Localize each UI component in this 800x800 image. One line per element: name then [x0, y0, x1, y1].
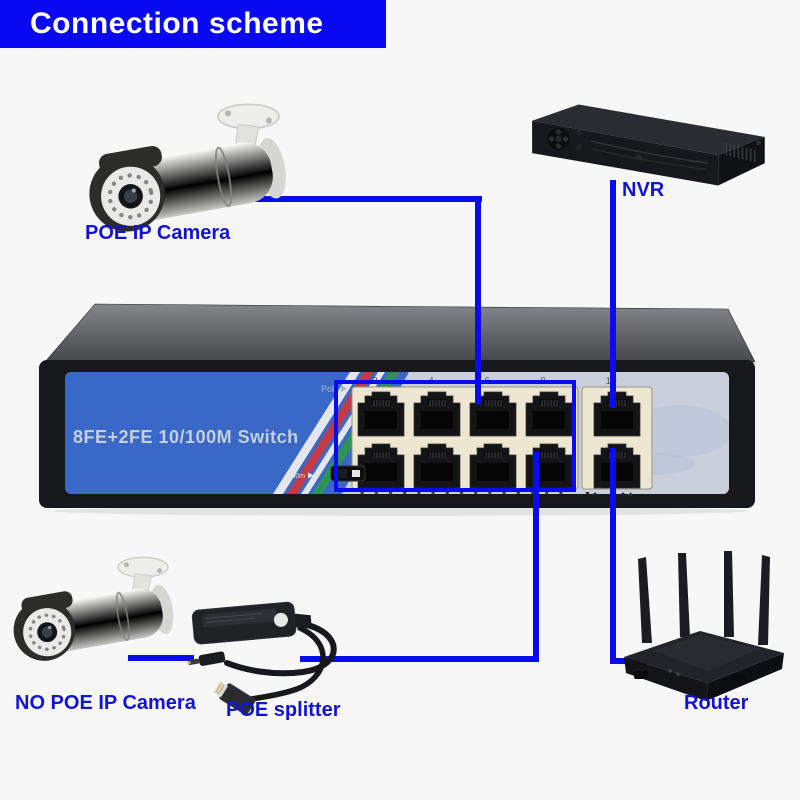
title-banner: Connection scheme: [0, 0, 386, 48]
poe-splitter-photo: [187, 601, 337, 716]
nvr-right-face: [718, 136, 765, 186]
poe-switch-photo: 8FE+2FE 10/100M Switch PoE 2 4 6 8 10 10…: [39, 303, 756, 516]
router-led: [668, 669, 672, 673]
nvr-label: NVR: [622, 179, 665, 201]
page-title: Connection scheme: [30, 7, 324, 40]
router-antenna-3: [724, 551, 734, 637]
dc-plug-group: [187, 651, 226, 666]
cable-router-vertical: [610, 448, 616, 662]
poe-label: PoE: [321, 384, 338, 394]
router-antenna-2: [678, 553, 690, 637]
nvr-side-grille: [725, 142, 756, 163]
no-poe-ip-camera-photo: [0, 554, 208, 666]
switch-top-surface: [44, 303, 756, 363]
router-photo: [624, 551, 784, 701]
rj45-uplink-port-bottom: [593, 443, 641, 489]
range-label: 100m: [287, 473, 305, 480]
router-label: Router: [684, 692, 749, 714]
dc-plug-pin: [187, 661, 191, 665]
dc-plug-tip: [188, 658, 200, 666]
nvr-ir-window: [636, 154, 643, 161]
dc-plug-body: [198, 651, 226, 666]
nvr-vent-line: [590, 140, 709, 164]
rj45-plug-group: [213, 681, 256, 716]
nvr-vent-line: [592, 148, 707, 170]
range-arrow-icon: [308, 472, 314, 479]
router-antenna-4: [758, 555, 770, 645]
nvr-front-face: [532, 120, 719, 186]
nvr-button-small: [575, 129, 582, 137]
splitter-label-sticker: [202, 608, 277, 628]
splitter-body-group: [191, 601, 312, 645]
uplink-mark-right: ● ▲: [621, 491, 634, 498]
toggle-knob: [335, 469, 347, 478]
switch-model-text: 8FE+2FE 10/100M Switch: [73, 427, 299, 447]
nvr-button-small: [575, 143, 582, 151]
nvr-button-left: [548, 136, 554, 142]
splitter-lan-cable: [248, 625, 326, 702]
nvr-side-screw: [756, 140, 762, 146]
nvr-photo: [532, 104, 765, 186]
splitter-strain-relief: [294, 613, 312, 628]
poe-camera-label: POE IP Camera: [85, 222, 231, 244]
splitter-dc-cable: [224, 621, 337, 677]
router-foot: [634, 671, 648, 679]
poe-ports-highlight-rect: [334, 380, 576, 492]
face-watermark: [628, 405, 729, 457]
cable-splitter-horizontal: [300, 656, 539, 662]
uplink-mark-left: ▼ ●: [584, 491, 597, 498]
cable-nvr-vertical: [610, 180, 616, 408]
no-poe-camera-label: NO POE IP Camera: [15, 692, 196, 714]
nvr-button-up: [555, 129, 562, 135]
cable-poe-camera-horizontal: [222, 196, 482, 202]
cable-poe-camera-vertical: [475, 196, 481, 404]
poe-ip-camera-photo: [73, 100, 328, 238]
cable-no-poe-camera-horizontal: [128, 655, 194, 661]
router-antenna-1: [638, 557, 652, 643]
nvr-button-ok: [555, 135, 562, 143]
rj45-plug-pins: [215, 682, 225, 695]
cable-splitter-vertical: [533, 452, 539, 662]
router-antennas: [638, 551, 770, 645]
sticker-text-lines: [206, 612, 263, 623]
poe-splitter-label: POE splitter: [226, 699, 341, 721]
nvr-top-face: [532, 104, 765, 156]
toggle-mark: [352, 470, 360, 477]
rj45-uplink-port-top: [593, 391, 641, 437]
poe-arrow-icon: [341, 385, 347, 392]
nvr-button-down: [555, 143, 562, 149]
stripe-white: [273, 372, 360, 494]
switch-shadow: [52, 506, 748, 516]
splitter-round-badge: [273, 612, 288, 627]
router-foot: [732, 675, 746, 683]
nvr-button-right: [562, 136, 569, 142]
router-led: [676, 672, 680, 676]
router-top-sheen: [654, 635, 760, 671]
router-front-left-face: [624, 657, 708, 701]
